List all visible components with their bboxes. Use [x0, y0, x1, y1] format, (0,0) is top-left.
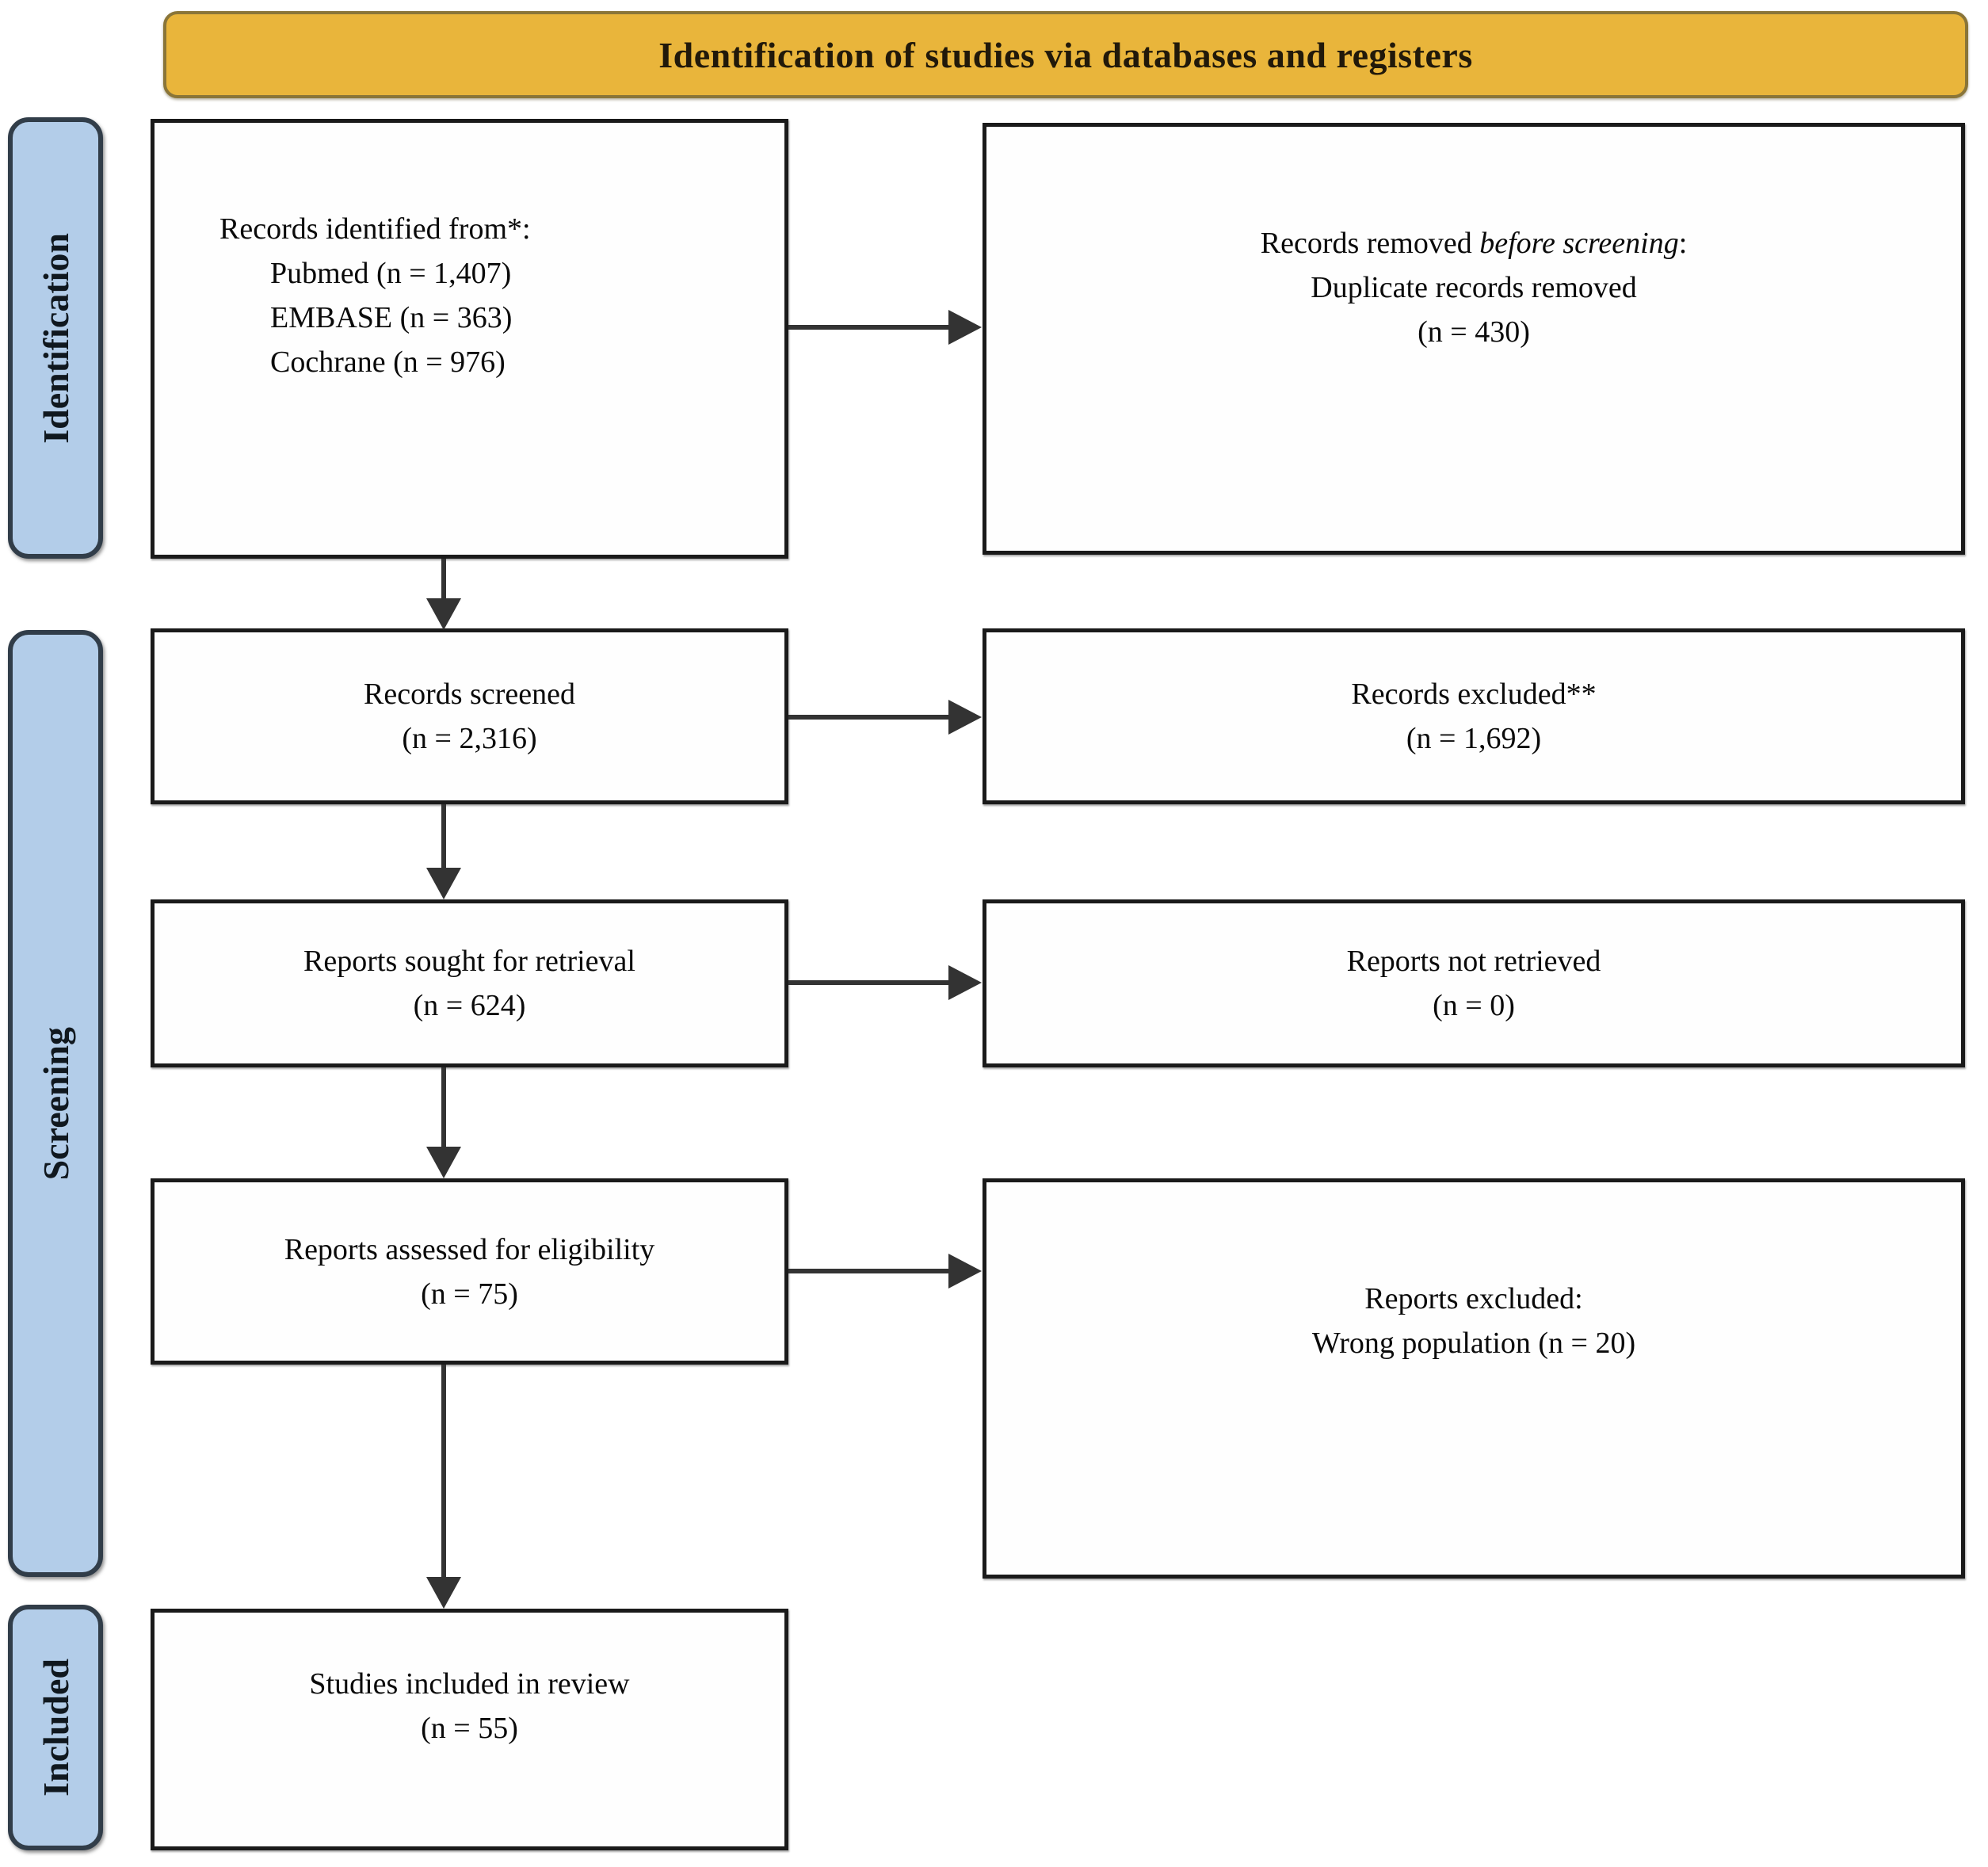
box-reports-excluded-text: Reports excluded: Wrong population (n = … — [1312, 1277, 1635, 1365]
box-reports-assessed-text: Reports assessed for eligibility (n = 75… — [284, 1227, 655, 1316]
arrow-line — [441, 559, 446, 601]
arrow-line — [788, 980, 952, 985]
records-removed-suffix: : — [1678, 226, 1688, 260]
box-reports-sought-text: Reports sought for retrieval (n = 624) — [303, 939, 635, 1028]
duplicates-removed-count: (n = 430) — [1418, 315, 1530, 349]
records-screened-label: Records screened — [364, 678, 575, 711]
arrow-head-down-icon — [426, 598, 461, 630]
box-records-removed: Records removed before screening: Duplic… — [983, 123, 1965, 555]
arrow-head-right-icon — [948, 310, 982, 345]
box-records-screened: Records screened (n = 2,316) — [151, 628, 788, 804]
arrow-head-right-icon — [948, 965, 982, 1000]
records-removed-prefix: Records removed — [1260, 226, 1480, 260]
arrow-line — [788, 1269, 952, 1273]
arrow-head-down-icon — [426, 868, 461, 899]
arrow-line — [441, 1067, 446, 1150]
reports-excluded-reason: Wrong population (n = 20) — [1311, 1327, 1636, 1360]
reports-not-retrieved-count: (n = 0) — [1433, 989, 1515, 1022]
box-reports-sought: Reports sought for retrieval (n = 624) — [151, 899, 788, 1067]
studies-included-label: Studies included in review — [309, 1667, 630, 1701]
reports-sought-label: Reports sought for retrieval — [303, 945, 635, 978]
arrow-head-right-icon — [948, 1254, 982, 1289]
reports-excluded-label: Reports excluded: — [1364, 1282, 1583, 1315]
box-records-removed-text: Records removed before screening: Duplic… — [1261, 221, 1688, 354]
studies-included-count: (n = 55) — [421, 1711, 518, 1745]
reports-assessed-label: Reports assessed for eligibility — [284, 1232, 655, 1266]
stage-label-screening: Screening — [8, 630, 103, 1577]
stage-label-screening-text: Screening — [35, 1026, 76, 1181]
box-studies-included-text: Studies included in review (n = 55) — [309, 1662, 629, 1751]
arrow-line — [441, 804, 446, 871]
box-records-excluded-text: Records excluded** (n = 1,692) — [1351, 672, 1596, 761]
box-records-identified: Records identified from*: Pubmed (n = 1,… — [151, 119, 788, 559]
duplicates-removed-label: Duplicate records removed — [1311, 270, 1637, 304]
stage-label-included-text: Included — [35, 1659, 76, 1796]
reports-assessed-count: (n = 75) — [421, 1277, 518, 1311]
reports-sought-count: (n = 624) — [413, 989, 526, 1022]
records-removed-italic: before screening — [1479, 226, 1679, 260]
arrow-line — [788, 715, 952, 720]
reports-not-retrieved-label: Reports not retrieved — [1346, 945, 1601, 978]
box-reports-not-retrieved: Reports not retrieved (n = 0) — [983, 899, 1965, 1067]
banner-title: Identification of studies via databases … — [658, 34, 1473, 75]
records-excluded-count: (n = 1,692) — [1406, 722, 1542, 755]
arrow-head-down-icon — [426, 1147, 461, 1178]
stage-label-included: Included — [8, 1605, 103, 1850]
source-cochrane: Cochrane (n = 976) — [270, 345, 506, 379]
arrow-line — [788, 325, 952, 330]
box-studies-included: Studies included in review (n = 55) — [151, 1609, 788, 1850]
box-reports-excluded: Reports excluded: Wrong population (n = … — [983, 1178, 1965, 1579]
banner: Identification of studies via databases … — [163, 11, 1968, 98]
records-removed-line1: Records removed before screening: — [1261, 221, 1688, 265]
box-records-excluded: Records excluded** (n = 1,692) — [983, 628, 1965, 804]
box-reports-not-retrieved-text: Reports not retrieved (n = 0) — [1347, 939, 1601, 1028]
source-pubmed: Pubmed (n = 1,407) — [270, 256, 512, 290]
arrow-line — [441, 1365, 446, 1580]
records-excluded-label: Records excluded** — [1351, 678, 1597, 711]
box-reports-assessed: Reports assessed for eligibility (n = 75… — [151, 1178, 788, 1365]
box-records-screened-text: Records screened (n = 2,316) — [364, 672, 575, 761]
stage-label-identification: Identification — [8, 117, 103, 559]
arrow-head-down-icon — [426, 1577, 461, 1609]
box-records-identified-text: Records identified from*: Pubmed (n = 1,… — [155, 207, 531, 384]
records-identified-title: Records identified from*: — [219, 212, 531, 246]
source-embase: EMBASE (n = 363) — [270, 300, 513, 334]
arrow-head-right-icon — [948, 700, 982, 735]
records-screened-count: (n = 2,316) — [402, 722, 537, 755]
stage-label-identification-text: Identification — [35, 232, 76, 444]
